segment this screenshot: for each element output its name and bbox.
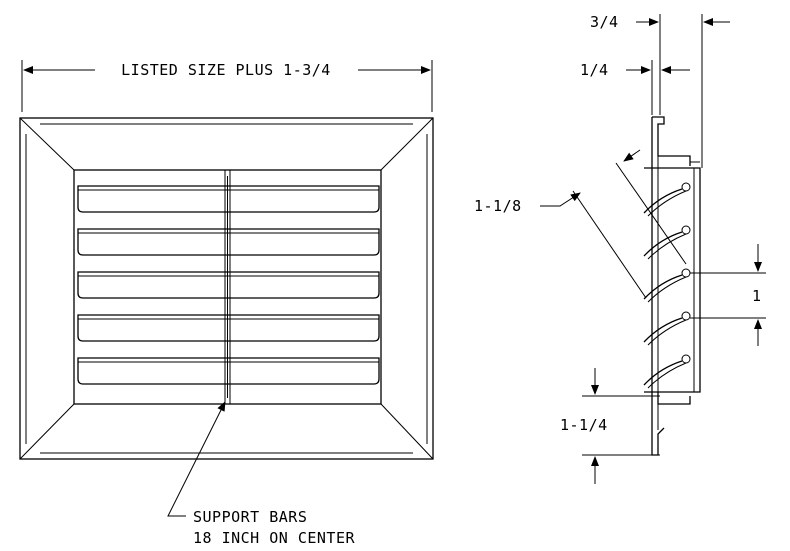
blade-ext-line-upper bbox=[615, 162, 687, 265]
side-blade bbox=[643, 182, 691, 217]
overall-dimension-label: LISTED SIZE PLUS 1-3/4 bbox=[121, 61, 331, 79]
dim-top-inner-label: 1/4 bbox=[580, 61, 609, 79]
dim-bottom-label: 1-1/4 bbox=[560, 416, 608, 434]
side-blade bbox=[643, 268, 691, 303]
dim-blade-pitch-label: 1 bbox=[752, 287, 762, 305]
outer-frame bbox=[19, 117, 434, 460]
louver-blade bbox=[77, 228, 380, 256]
side-view: 3/4 1/4 bbox=[474, 13, 766, 484]
support-bar-leader bbox=[167, 401, 226, 517]
inner-opening bbox=[73, 169, 382, 405]
louver-blade bbox=[77, 357, 380, 385]
side-blade bbox=[643, 311, 691, 346]
dim-blade-length-label: 1-1/8 bbox=[474, 197, 522, 215]
louver-blade bbox=[77, 314, 380, 342]
side-blades bbox=[643, 182, 691, 389]
support-bars-label: SUPPORT BARS bbox=[193, 508, 307, 526]
dim-top-outer-label: 3/4 bbox=[590, 13, 619, 31]
louver-blades bbox=[77, 185, 380, 385]
side-blade bbox=[643, 354, 691, 389]
support-bars-spacing-label: 18 INCH ON CENTER bbox=[193, 529, 355, 547]
louver-blade bbox=[77, 271, 380, 299]
frame-profile bbox=[644, 116, 701, 456]
side-blade bbox=[643, 225, 691, 260]
front-view: LISTED SIZE PLUS 1-3/4 bbox=[19, 60, 434, 547]
support-bar bbox=[224, 170, 231, 404]
louver-blade bbox=[77, 185, 380, 213]
blade-ext-line-lower bbox=[572, 190, 647, 299]
